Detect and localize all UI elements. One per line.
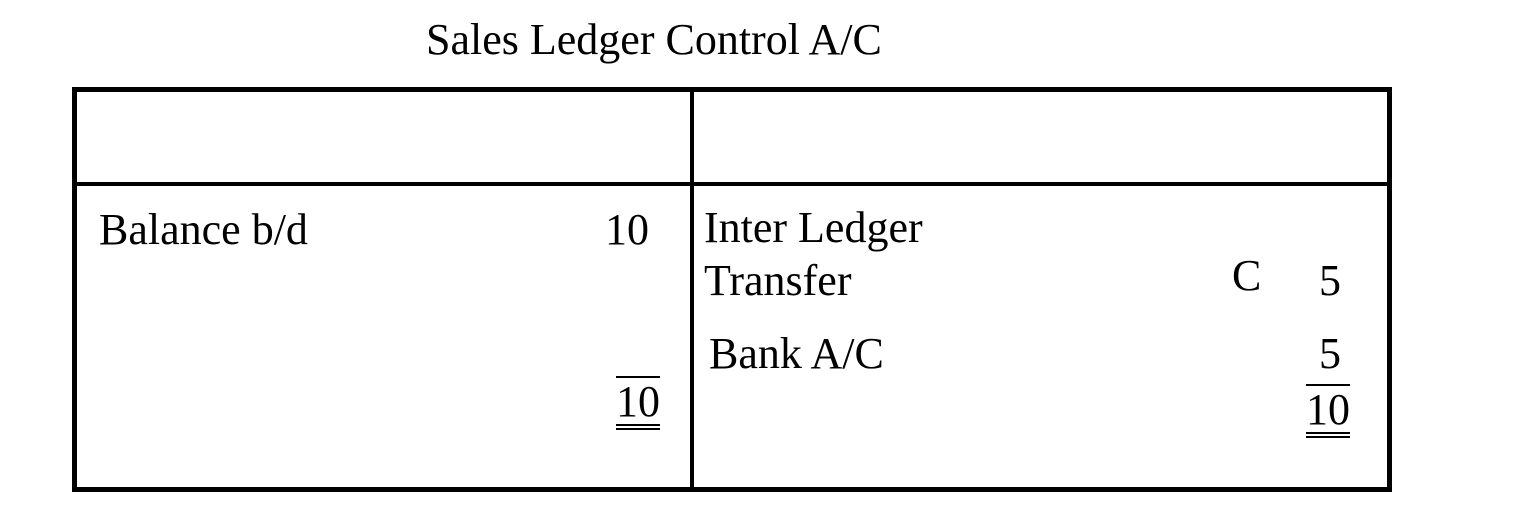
debit-entry-description: Balance b/d — [99, 205, 308, 254]
debit-total: 10 — [616, 376, 660, 430]
header-divider — [77, 182, 1387, 186]
credit-entry-description: Bank A/C — [709, 329, 884, 378]
center-divider — [690, 92, 694, 487]
credit-entry-amount: 5 — [1319, 256, 1341, 305]
account-title: Sales Ledger Control A/C — [426, 15, 882, 64]
credit-entry-amount: 5 — [1319, 329, 1341, 378]
credit-entry-ref: C — [1232, 251, 1262, 300]
t-account-table: Balance b/d 10 10 Inter Ledger Transfer … — [72, 87, 1392, 492]
credit-entry-description-line1: Inter Ledger — [704, 203, 923, 252]
debit-entry-amount: 10 — [605, 205, 649, 254]
credit-entry-description-line2: Transfer — [704, 256, 852, 305]
credit-total: 10 — [1306, 384, 1350, 438]
